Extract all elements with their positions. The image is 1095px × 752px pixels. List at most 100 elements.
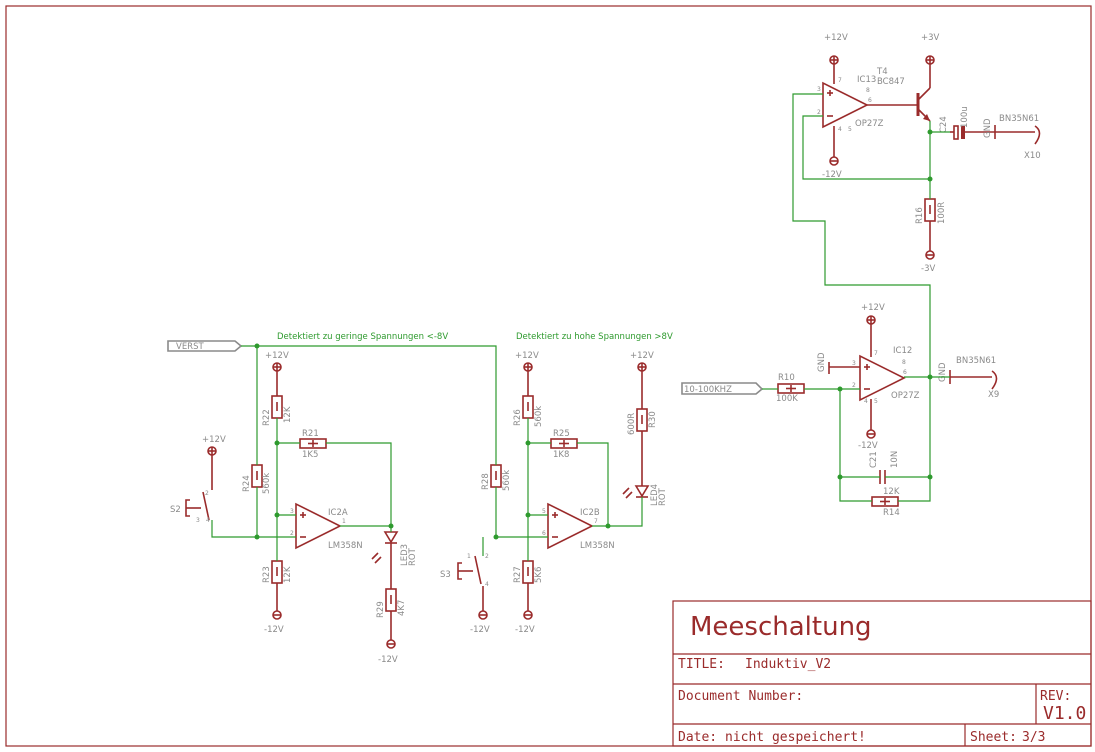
svg-text:3: 3	[817, 86, 821, 93]
svg-text:4: 4	[485, 581, 489, 588]
title-label: TITLE:	[678, 657, 725, 672]
svg-text:8: 8	[902, 359, 906, 366]
docnum-label: Document Number:	[678, 689, 803, 704]
r14-value: 12K	[883, 487, 900, 497]
ic12-supply-m12: -12V	[858, 399, 878, 451]
x10-connector: BN35N61 X10 GND	[983, 114, 1041, 161]
r16-name: R16	[915, 207, 925, 224]
svg-text:7: 7	[838, 77, 842, 84]
r26-resistor: +12V R26 560k	[513, 351, 544, 427]
svg-text:3: 3	[290, 508, 294, 515]
ic2a-type: LM358N	[328, 541, 363, 551]
verst-port-label: VERST	[176, 342, 204, 352]
date-value: nicht gespeichert!	[725, 730, 866, 745]
c21-capacitor: C21 10N	[869, 451, 900, 484]
led3: LED3 ROT	[371, 531, 418, 589]
r28-value: 560k	[502, 470, 512, 491]
ic12-m12-label: -12V	[858, 441, 878, 451]
led3-name: LED3	[400, 544, 410, 566]
x9-type: BN35N61	[956, 356, 996, 366]
verst-port[interactable]: VERST	[167, 340, 243, 352]
x10-type: BN35N61	[999, 114, 1039, 124]
net-label-low: Detektiert zu geringe Spannungen <-8V	[277, 332, 448, 342]
led4: LED4 ROT	[622, 484, 668, 506]
svg-text:7: 7	[874, 350, 878, 357]
s3-supply-label: -12V	[470, 625, 490, 635]
c21-name: C21	[869, 451, 879, 468]
ic13-p12-label: +12V	[824, 33, 848, 43]
r10-name: R10	[778, 373, 795, 383]
svg-text:5: 5	[874, 398, 878, 405]
svg-text:2: 2	[205, 490, 209, 497]
ic13-supply-p12: +12V	[824, 33, 848, 84]
r22-supply-label: +12V	[265, 351, 289, 361]
rev-value: V1.0	[1043, 703, 1086, 724]
title-value: Induktiv_V2	[745, 657, 831, 672]
r27-value: 5K6	[534, 567, 544, 583]
r10-value: 100K	[776, 394, 798, 404]
svg-text:3: 3	[196, 517, 200, 524]
r27-name: R27	[513, 566, 523, 583]
r25-value: 1K8	[553, 450, 569, 460]
svg-text:2: 2	[485, 553, 489, 560]
svg-text:5: 5	[542, 508, 546, 515]
r21-value: 1K5	[302, 450, 318, 460]
svg-text:1: 1	[467, 553, 471, 560]
ic12-p12-label: +12V	[861, 303, 885, 313]
ic2b-opamp: IC2B LM358N 567	[542, 502, 615, 551]
r22-resistor: +12V R22 12K	[262, 351, 293, 426]
led4-name: LED4	[650, 484, 660, 506]
r28-name: R28	[481, 473, 491, 490]
s3-name: S3	[440, 570, 451, 580]
svg-text:6: 6	[868, 97, 872, 104]
supply-p3: +3V	[921, 33, 940, 88]
title-heading: Meeschaltung	[690, 612, 872, 642]
ic13-type: OP27Z	[855, 119, 884, 129]
r29-supply-label: -12V	[378, 655, 398, 665]
r25-name: R25	[553, 429, 570, 439]
amp-wires	[762, 374, 950, 502]
x9-gnd-label: GND	[938, 362, 948, 382]
x10-gnd-label: GND	[983, 118, 993, 138]
r25-resistor: R25 1K8	[550, 429, 578, 460]
r21-name: R21	[302, 429, 319, 439]
led4-value: ROT	[658, 487, 668, 506]
ic2a-name: IC2A	[328, 508, 348, 518]
r24-name: R24	[242, 475, 252, 492]
s3-switch[interactable]: -12V S3 1 2 4	[440, 553, 490, 635]
t4-type: BC847	[877, 77, 905, 87]
r26-value: 560k	[534, 406, 544, 427]
r22-name: R22	[262, 409, 272, 426]
x9-connector: BN35N61 X9 GND	[938, 356, 999, 400]
freq-input-port[interactable]: 10-100KHZ	[681, 382, 764, 395]
r29-name: R29	[376, 601, 386, 618]
svg-text:4: 4	[206, 517, 210, 524]
r21-resistor: R21 1K5	[299, 429, 327, 460]
ic13-name: IC13	[857, 75, 876, 85]
ic2b-name: IC2B	[580, 508, 600, 518]
title-block: Meeschaltung TITLE: Induktiv_V2 Document…	[672, 600, 1092, 747]
ic13-m12-label: -12V	[822, 170, 842, 180]
svg-text:6: 6	[903, 369, 907, 376]
r22-value: 12K	[283, 406, 293, 423]
svg-text:4: 4	[838, 126, 842, 133]
c24-value: 100u	[960, 106, 970, 128]
net-label-high: Detektiert zu hohe Spannungen >8V	[516, 332, 673, 342]
svg-text:1: 1	[342, 518, 346, 525]
ic13-supply-m12: -12V	[822, 126, 842, 180]
r14-resistor: 12K R14	[871, 487, 900, 518]
svg-text:7: 7	[594, 518, 598, 525]
r30-supply-label: +12V	[630, 351, 654, 361]
ic2b-type: LM358N	[580, 541, 615, 551]
c21-value: 10N	[890, 451, 900, 468]
r26-name: R26	[513, 409, 523, 426]
svg-text:2: 2	[817, 109, 821, 116]
x10-name: X10	[1024, 151, 1041, 161]
r26-supply-label: +12V	[515, 351, 539, 361]
r24-value: 560k	[262, 473, 272, 494]
rev-label: REV:	[1040, 689, 1071, 704]
r29-resistor: -12V R29 4K7	[376, 588, 407, 665]
